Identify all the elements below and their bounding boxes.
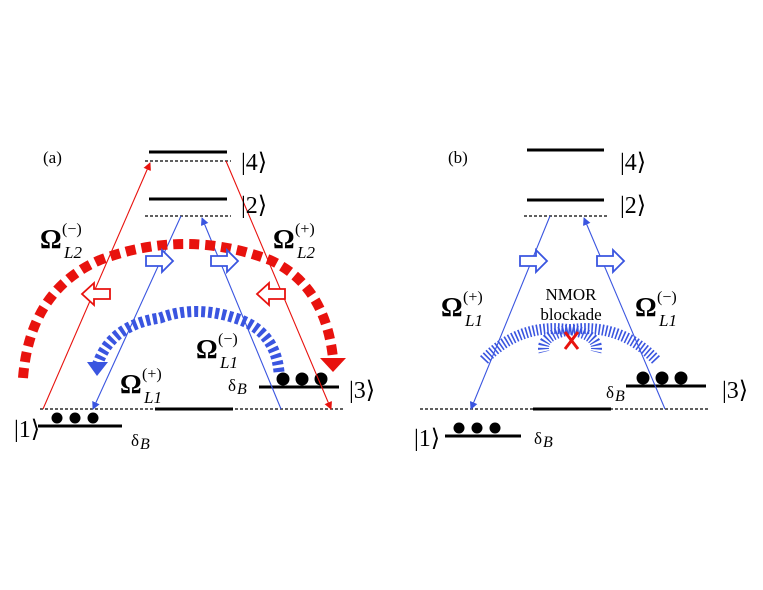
panel-a-levels bbox=[38, 150, 343, 428]
blue-hollow-arrow-left bbox=[519, 247, 549, 275]
ket-1-label: |1⟩ bbox=[414, 426, 440, 452]
omega-l2-plus-label: Ω (+) L2 bbox=[273, 221, 315, 262]
svg-text:Ω: Ω bbox=[635, 292, 657, 322]
blockade-cross-icon bbox=[563, 331, 580, 350]
svg-text:(−): (−) bbox=[62, 221, 82, 238]
svg-text:Ω: Ω bbox=[196, 334, 218, 364]
svg-text:B: B bbox=[140, 436, 150, 453]
red-hollow-arrow-right bbox=[255, 280, 286, 308]
svg-text:(+): (+) bbox=[295, 221, 315, 238]
ket-1-label: |1⟩ bbox=[14, 417, 40, 443]
red-transition-up bbox=[42, 162, 151, 410]
blue-hollow-arrow-right bbox=[210, 247, 240, 275]
svg-text:B: B bbox=[237, 381, 247, 398]
blockade-label-line2: blockade bbox=[540, 305, 601, 324]
blocked-coherence-arcs bbox=[480, 323, 660, 364]
blue-coherence-arc bbox=[87, 306, 285, 376]
svg-text:(−): (−) bbox=[657, 289, 677, 306]
svg-text:δ: δ bbox=[228, 376, 236, 395]
blue-transition-up bbox=[200, 217, 282, 410]
panel-a-population-3 bbox=[276, 372, 328, 386]
delta-b-label-left: δ B bbox=[534, 429, 553, 451]
ket-3-label: |3⟩ bbox=[722, 378, 748, 404]
svg-text:B: B bbox=[543, 434, 553, 451]
svg-text:Ω: Ω bbox=[40, 224, 62, 254]
panel-b-population-3 bbox=[636, 371, 688, 385]
svg-text:L1: L1 bbox=[658, 311, 677, 330]
omega-l1-minus-label: Ω (−) L1 bbox=[635, 289, 677, 330]
red-coherence-arc bbox=[18, 239, 346, 379]
svg-text:L1: L1 bbox=[143, 388, 162, 407]
ket-2-label: |2⟩ bbox=[241, 193, 267, 219]
ket-2-label: |2⟩ bbox=[620, 193, 646, 219]
panel-a: (a) bbox=[14, 148, 375, 453]
ket-3-label: |3⟩ bbox=[349, 378, 375, 404]
svg-text:L1: L1 bbox=[219, 353, 238, 372]
panel-b-label: (b) bbox=[448, 148, 468, 167]
svg-text:L2: L2 bbox=[63, 243, 82, 262]
omega-l1-minus-label: Ω (−) L1 bbox=[196, 331, 238, 372]
panel-b-population-1 bbox=[453, 422, 501, 434]
svg-text:δ: δ bbox=[606, 383, 614, 402]
blue-transition-up bbox=[583, 217, 666, 410]
ket-4-label: |4⟩ bbox=[620, 150, 646, 176]
svg-text:(−): (−) bbox=[218, 331, 238, 348]
delta-b-label-right: δ B bbox=[606, 383, 625, 405]
panel-a-label: (a) bbox=[43, 148, 62, 167]
svg-text:Ω: Ω bbox=[273, 224, 295, 254]
delta-b-label-right: δ B bbox=[228, 376, 247, 398]
panel-b: (b) bbox=[414, 148, 748, 452]
ket-4-label: |4⟩ bbox=[241, 150, 267, 176]
blue-transition-down bbox=[469, 215, 551, 410]
svg-text:(+): (+) bbox=[463, 289, 483, 306]
panel-a-population-1 bbox=[51, 412, 99, 424]
panel-b-levels bbox=[420, 148, 710, 438]
svg-text:Ω: Ω bbox=[441, 292, 463, 322]
omega-l2-minus-label: Ω (−) L2 bbox=[40, 221, 82, 262]
blue-hollow-arrow-right bbox=[596, 247, 626, 275]
omega-l1-plus-label: Ω (+) L1 bbox=[441, 289, 483, 330]
svg-text:L2: L2 bbox=[296, 243, 315, 262]
delta-b-label-left: δ B bbox=[131, 431, 150, 453]
svg-text:δ: δ bbox=[131, 431, 139, 450]
blue-hollow-arrow-left bbox=[145, 247, 175, 275]
svg-text:δ: δ bbox=[534, 429, 542, 448]
red-transition-down bbox=[225, 160, 332, 410]
omega-l1-plus-label: Ω (+) L1 bbox=[120, 366, 162, 407]
blockade-label-line1: NMOR bbox=[545, 285, 597, 304]
svg-text:B: B bbox=[615, 388, 625, 405]
svg-text:(+): (+) bbox=[142, 366, 162, 383]
red-hollow-arrow-left bbox=[80, 280, 111, 308]
svg-text:L1: L1 bbox=[464, 311, 483, 330]
svg-text:Ω: Ω bbox=[120, 369, 142, 399]
